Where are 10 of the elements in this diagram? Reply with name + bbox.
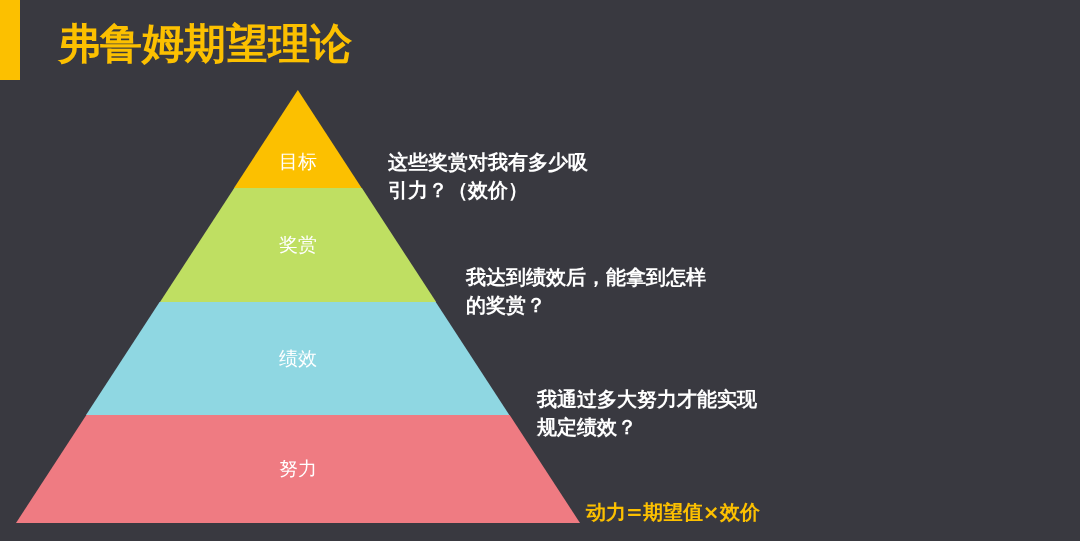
- title: 弗鲁姆期望理论: [58, 18, 352, 70]
- band-label: 目标: [279, 148, 317, 174]
- question-text: 我达到绩效后，能拿到怎样的奖赏？: [466, 264, 707, 319]
- formula-text: 动力=期望值×效价: [586, 499, 760, 526]
- pyramid-top: [234, 90, 362, 188]
- question-text: 这些奖赏对我有多少吸引力？（效价）: [388, 149, 589, 204]
- band-label: 奖赏: [279, 232, 317, 257]
- band-label: 绩效: [279, 345, 317, 371]
- band-label: 努力: [279, 456, 317, 481]
- question-text: 我通过多大努力才能实现规定绩效？: [537, 386, 758, 441]
